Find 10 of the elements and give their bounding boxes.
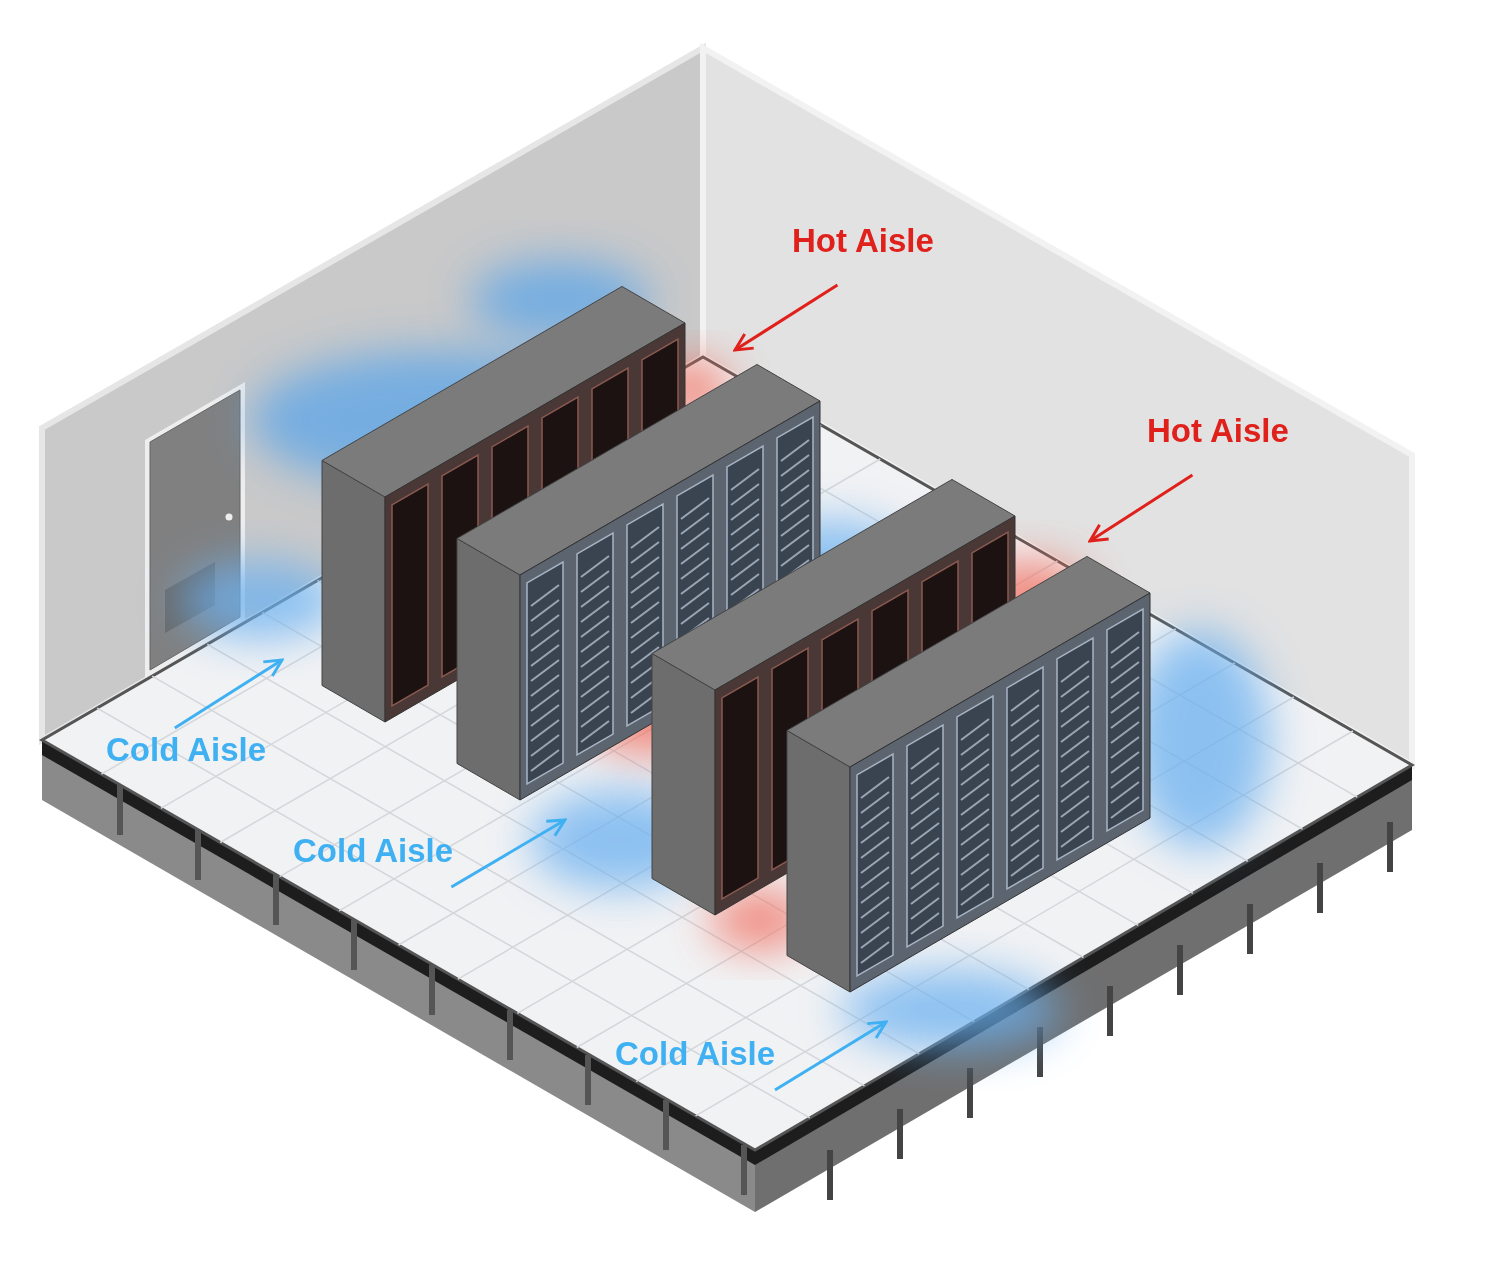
aisle-label: Hot Aisle xyxy=(1147,414,1289,447)
arrow xyxy=(174,658,284,730)
aisle-label: Cold Aisle xyxy=(615,1037,776,1070)
arrow xyxy=(1088,473,1194,543)
aisle-label: Cold Aisle xyxy=(293,834,454,867)
arrow xyxy=(733,283,839,352)
aisle-label: Cold Aisle xyxy=(106,733,267,766)
arrow xyxy=(774,1020,888,1092)
arrow xyxy=(450,818,567,889)
aisle-label: Hot Aisle xyxy=(792,224,934,257)
